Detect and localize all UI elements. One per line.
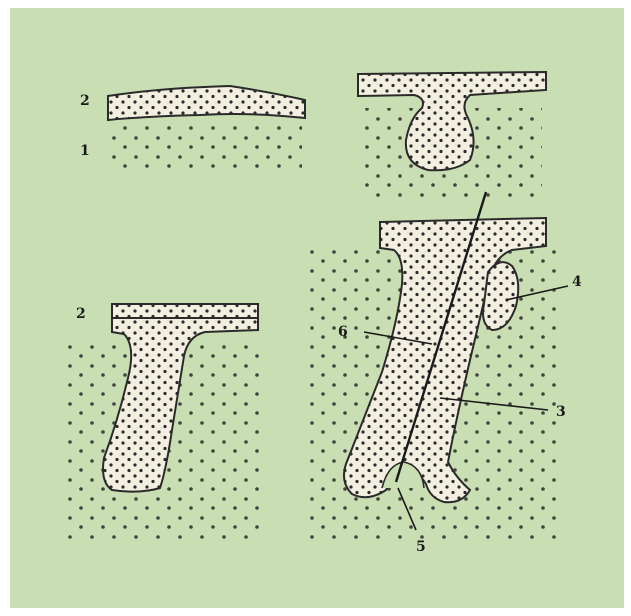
- label-2-bottom: 2: [76, 306, 86, 322]
- stage-1-dermis-dots: [112, 122, 302, 168]
- label-5: 5: [416, 539, 426, 555]
- label-6: 6: [338, 324, 348, 340]
- label-4: 4: [572, 274, 582, 290]
- stage-2-hair-germ: [358, 72, 546, 198]
- stage-1-epidermis: [108, 86, 305, 168]
- label-3: 3: [556, 404, 566, 420]
- label-1: 1: [80, 143, 90, 159]
- label-2-top: 2: [80, 93, 90, 109]
